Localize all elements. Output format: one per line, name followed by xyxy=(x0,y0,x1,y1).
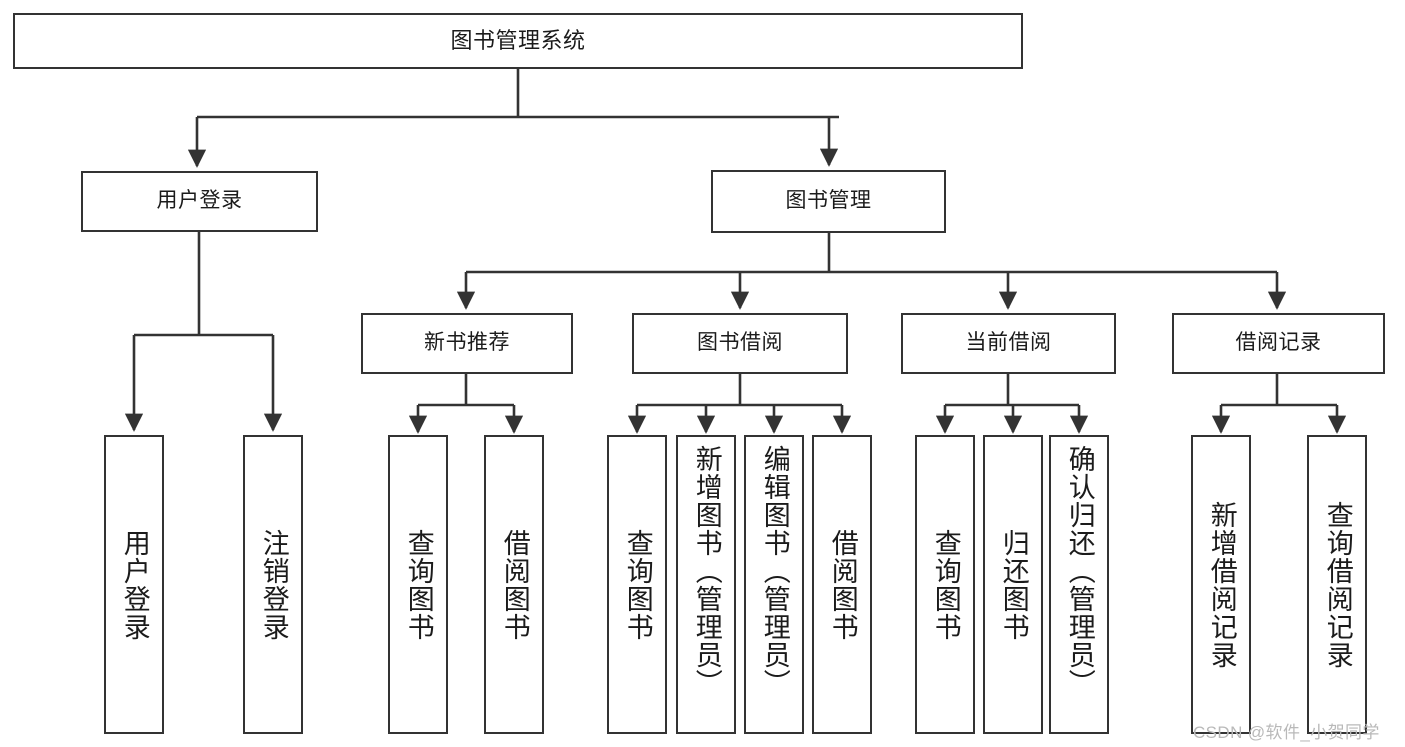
node-user-login-label: 用户登录 xyxy=(156,189,243,213)
node-new-book-rec-label: 新书推荐 xyxy=(424,331,510,355)
leaf-borrow-book-1[interactable]: 借阅图书 xyxy=(484,435,544,734)
leaf-borrow-book-2[interactable]: 借阅图书 xyxy=(812,435,872,734)
leaf-query-record-label: 查询借阅记录 xyxy=(1322,500,1353,669)
node-user-login[interactable]: 用户登录 xyxy=(81,171,318,232)
leaf-return-book[interactable]: 归还图书 xyxy=(983,435,1043,734)
leaf-query-book-3-label: 查询图书 xyxy=(930,528,961,641)
node-borrow-record[interactable]: 借阅记录 xyxy=(1172,313,1385,374)
leaf-query-book-3[interactable]: 查询图书 xyxy=(915,435,975,734)
leaf-edit-book[interactable]: 编辑图书（管理员） xyxy=(744,435,804,734)
leaf-confirm-return-label: 确认归还（管理员） xyxy=(1064,445,1095,697)
leaf-logout[interactable]: 注销登录 xyxy=(243,435,303,734)
node-root-label: 图书管理系统 xyxy=(450,28,586,54)
leaf-query-book-1-label: 查询图书 xyxy=(403,528,434,641)
leaf-query-book-2-label: 查询图书 xyxy=(622,528,653,641)
node-new-book-rec[interactable]: 新书推荐 xyxy=(361,313,573,374)
leaf-query-record[interactable]: 查询借阅记录 xyxy=(1307,435,1367,734)
leaf-confirm-return[interactable]: 确认归还（管理员） xyxy=(1049,435,1109,734)
leaf-logout-label: 注销登录 xyxy=(258,528,289,641)
node-book-borrow[interactable]: 图书借阅 xyxy=(632,313,848,374)
leaf-return-book-label: 归还图书 xyxy=(998,528,1029,641)
leaf-borrow-book-1-label: 借阅图书 xyxy=(499,528,530,641)
node-current-borrow-label: 当前借阅 xyxy=(965,331,1052,355)
leaf-borrow-book-2-label: 借阅图书 xyxy=(827,528,858,641)
node-book-borrow-label: 图书借阅 xyxy=(697,331,783,355)
node-current-borrow[interactable]: 当前借阅 xyxy=(901,313,1116,374)
node-book-manage-label: 图书管理 xyxy=(785,189,872,213)
leaf-edit-book-label: 编辑图书（管理员） xyxy=(759,445,790,697)
node-book-manage[interactable]: 图书管理 xyxy=(711,170,946,233)
leaf-query-book-2[interactable]: 查询图书 xyxy=(607,435,667,734)
leaf-add-record-label: 新增借阅记录 xyxy=(1206,500,1237,669)
node-root[interactable]: 图书管理系统 xyxy=(13,13,1023,69)
leaf-add-record[interactable]: 新增借阅记录 xyxy=(1191,435,1251,734)
leaf-query-book-1[interactable]: 查询图书 xyxy=(388,435,448,734)
leaf-add-book-label: 新增图书（管理员） xyxy=(691,445,722,697)
csdn-watermark: CSDN @软件_小贺同学 xyxy=(1193,723,1380,742)
leaf-user-login[interactable]: 用户登录 xyxy=(104,435,164,734)
node-borrow-record-label: 借阅记录 xyxy=(1235,331,1322,355)
leaf-add-book[interactable]: 新增图书（管理员） xyxy=(676,435,736,734)
leaf-user-login-label: 用户登录 xyxy=(119,528,150,641)
